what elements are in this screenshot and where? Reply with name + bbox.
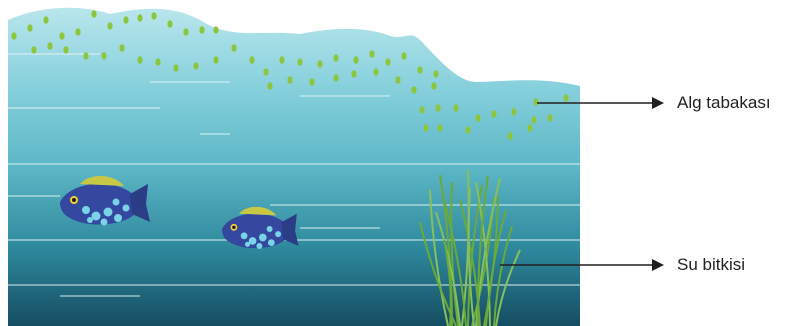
algae-dot-icon xyxy=(287,76,292,84)
algae-dot-icon xyxy=(123,16,128,24)
algae-dot-icon xyxy=(395,76,400,84)
algae-dot-icon xyxy=(437,124,442,132)
algae-dot-icon xyxy=(527,124,532,132)
water-body xyxy=(8,8,580,326)
algae-dot-icon xyxy=(333,74,338,82)
algae-dot-icon xyxy=(351,70,356,78)
algae-dot-icon xyxy=(317,60,322,68)
algae-dot-icon xyxy=(27,24,32,32)
algae-dot-icon xyxy=(213,56,218,64)
algae-dot-icon xyxy=(91,10,96,18)
algae-dot-icon xyxy=(167,20,172,28)
algae-dot-icon xyxy=(531,116,536,124)
algae-dot-icon xyxy=(63,46,68,54)
algae-dot-icon xyxy=(373,68,378,76)
algae-dot-icon xyxy=(137,56,142,64)
algae-dot-icon xyxy=(43,16,48,24)
algae-dot-icon xyxy=(155,58,160,66)
algae-dot-icon xyxy=(353,56,358,64)
algae-dot-icon xyxy=(333,54,338,62)
algae-dot-icon xyxy=(419,106,424,114)
algae-dot-icon xyxy=(411,86,416,94)
algae-dot-icon xyxy=(119,44,124,52)
algae-dot-icon xyxy=(249,56,254,64)
algae-dot-icon xyxy=(47,42,52,50)
algae-dot-icon xyxy=(417,66,422,74)
algae-dot-icon xyxy=(297,58,302,66)
algae-dot-icon xyxy=(423,124,428,132)
water-plant-label: Su bitkisi xyxy=(677,255,745,275)
algae-dot-icon xyxy=(101,52,106,60)
algae-dot-icon xyxy=(213,26,218,34)
algae-dot-icon xyxy=(475,114,480,122)
algae-dot-icon xyxy=(369,50,374,58)
algae-layer-label: Alg tabakası xyxy=(677,93,771,113)
algae-dot-icon xyxy=(83,52,88,60)
algae-dot-icon xyxy=(31,46,36,54)
algae-dot-icon xyxy=(433,70,438,78)
algae-dot-icon xyxy=(309,78,314,86)
algae-dot-icon xyxy=(183,28,188,36)
algae-dot-icon xyxy=(231,44,236,52)
algae-dot-icon xyxy=(563,94,568,102)
algae-dot-icon xyxy=(507,132,512,140)
algae-dot-icon xyxy=(491,110,496,118)
algae-dot-icon xyxy=(401,52,406,60)
algae-dot-icon xyxy=(385,58,390,66)
algae-dot-icon xyxy=(199,26,204,34)
algae-dot-icon xyxy=(151,12,156,20)
algae-dot-icon xyxy=(193,62,198,70)
algae-dot-icon xyxy=(533,98,538,106)
algae-dot-icon xyxy=(267,82,272,90)
algae-dot-icon xyxy=(75,28,80,36)
algae-dot-icon xyxy=(431,82,436,90)
algae-dot-icon xyxy=(453,104,458,112)
algae-dot-icon xyxy=(173,64,178,72)
algae-dot-icon xyxy=(263,68,268,76)
algae-dot-icon xyxy=(511,108,516,116)
algae-dot-icon xyxy=(11,32,16,40)
algae-dot-icon xyxy=(107,22,112,30)
algae-dot-icon xyxy=(59,32,64,40)
algae-dot-icon xyxy=(547,114,552,122)
algae-dot-icon xyxy=(435,104,440,112)
algae-dot-icon xyxy=(279,56,284,64)
algae-dot-icon xyxy=(137,14,142,22)
algae-dot-icon xyxy=(465,126,470,134)
